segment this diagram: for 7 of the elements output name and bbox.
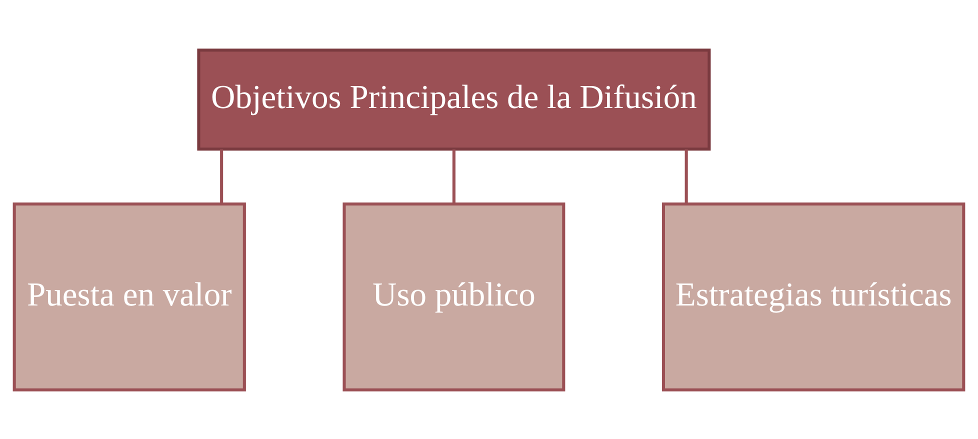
node-box: Objetivos Principales de la Difusión [197,48,711,150]
connector [452,148,456,204]
connector [684,148,688,204]
node-box: Puesta en valor [12,202,246,391]
node-box: Estrategias turísticas [662,202,966,391]
node-box: Uso público [342,202,566,391]
connector [220,148,224,204]
